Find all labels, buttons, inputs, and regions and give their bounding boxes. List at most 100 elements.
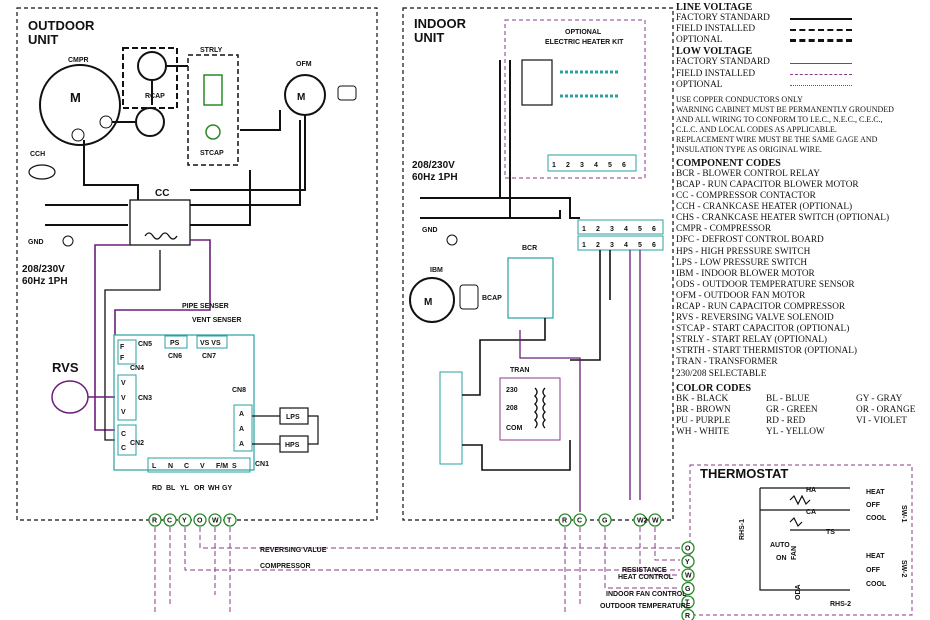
cn5-f2: F bbox=[120, 355, 125, 362]
cn2-connector bbox=[117, 424, 137, 456]
outdoor-terminal-r-label: R bbox=[152, 518, 157, 525]
component-code-item: RVS - REVERSING VALVE SOLENOID bbox=[676, 313, 834, 324]
press-a3: A bbox=[239, 441, 244, 448]
stcap-label: STCAP bbox=[200, 150, 224, 157]
rvs-label: RVS bbox=[52, 360, 79, 375]
ibm-label: IBM bbox=[430, 267, 443, 274]
ca-label: CA bbox=[806, 509, 816, 516]
legend-line-field-label: FIELD INSTALLED bbox=[676, 24, 756, 35]
cn8-label: CN8 bbox=[232, 387, 246, 394]
indoor-supply-2: 60Hz 1PH bbox=[412, 172, 458, 183]
tran-box bbox=[499, 377, 561, 441]
outdoor-terminal-o-label: O bbox=[197, 518, 203, 525]
indoor-terminal-c-circle bbox=[573, 513, 587, 527]
color-code-item bbox=[856, 427, 930, 438]
thermostat-box bbox=[689, 464, 913, 616]
rcap-top-cap bbox=[137, 51, 167, 81]
legend-low-field-label: FIELD INSTALLED bbox=[676, 68, 756, 79]
ibm-motor-letter: M bbox=[424, 297, 432, 308]
component-code-item: CHS - CRANKCASE HEATER SWITCH (OPTIONAL) bbox=[676, 213, 890, 224]
press-a1: A bbox=[239, 411, 244, 418]
note-line: USE COPPER CONDUCTORS ONLY bbox=[676, 94, 803, 104]
outdoor-wire-label-wh: WH bbox=[208, 485, 220, 492]
indoor-plug-top-5: 5 bbox=[638, 226, 642, 233]
outdoor-terminal-c-circle bbox=[163, 513, 177, 527]
tran-tap-230: 230 bbox=[506, 387, 518, 394]
indoor-plug-bottom-3: 3 bbox=[610, 242, 614, 249]
indoor-terminal-g-circle bbox=[598, 513, 612, 527]
strly-relay bbox=[203, 74, 223, 106]
bcr-relay bbox=[507, 257, 554, 319]
outdoor-power-wiring bbox=[45, 65, 306, 226]
color-code-item: GY - GRAY bbox=[856, 393, 903, 404]
sw2-label: SW-2 bbox=[900, 560, 907, 577]
indoor-terminal-r-label: R bbox=[562, 518, 567, 525]
heater-plug-6: 6 bbox=[622, 162, 626, 169]
hps-label: HPS bbox=[285, 442, 300, 449]
outdoor-terminal-r-circle bbox=[148, 513, 162, 527]
heater-kit-box bbox=[504, 19, 646, 179]
lps-label: LPS bbox=[286, 414, 300, 421]
indoor-title-2: UNIT bbox=[414, 30, 444, 45]
component-code-item: LPS - LOW PRESSURE SWITCH bbox=[676, 257, 808, 268]
cn3-v1: V bbox=[121, 380, 126, 387]
component-code-item: DFC - DEFROST CONTROL BOARD bbox=[676, 235, 824, 246]
cn3-connector bbox=[117, 374, 137, 421]
outdoor-terminal-c-label: C bbox=[167, 518, 172, 525]
heater-plug-4: 4 bbox=[594, 162, 598, 169]
component-codes-title: COMPONENT CODES bbox=[676, 157, 781, 169]
cn3-v2: V bbox=[121, 395, 126, 402]
indoor-terminal-w-label: W bbox=[652, 518, 659, 525]
indoor-plug-top bbox=[577, 219, 664, 235]
legend-line-factory-label: FACTORY STANDARD bbox=[676, 13, 770, 24]
thermostat-terminal-r-label: R bbox=[685, 613, 690, 620]
heater-kit-label-2: ELECTRIC HEATER KIT bbox=[545, 39, 624, 46]
vent-sensor-label: VENT SENSER bbox=[192, 317, 241, 324]
outdoor-terminal-w-circle bbox=[208, 513, 222, 527]
outdoor-wire-label-rd: RD bbox=[152, 485, 162, 492]
indoor-plug-bottom-2: 2 bbox=[596, 242, 600, 249]
component-code-item: ODS - OUTDOOR TEMPERATURE SENSOR bbox=[676, 279, 855, 290]
component-code-item: RCAP - RUN CAPACITOR COMPRESSOR bbox=[676, 301, 846, 312]
compressor-circle bbox=[39, 64, 121, 146]
cn5-label: CN5 bbox=[138, 341, 152, 348]
pressure-connector bbox=[233, 404, 253, 452]
legend-panel: LINE VOLTAGE FACTORY STANDARD FIELD INST… bbox=[676, 2, 926, 438]
sw1-cool: COOL bbox=[866, 515, 887, 522]
indoor-gnd-label: GND bbox=[422, 227, 438, 234]
rhs2-label: RHS-2 bbox=[830, 601, 851, 608]
ibm-circle bbox=[409, 277, 455, 323]
caption-reversing: REVERSING VALUE bbox=[260, 547, 327, 554]
indoor-terminal-g-label: G bbox=[602, 518, 608, 525]
outdoor-rd-wiring bbox=[104, 250, 161, 441]
note-line: REPLACEMENT WIRE MUST BE THE SAME GAGE A… bbox=[676, 134, 878, 144]
heater-plug bbox=[547, 154, 637, 172]
caption-indoor-fan: INDOOR FAN CONTROL bbox=[606, 591, 687, 598]
outdoor-terminal-y-circle bbox=[178, 513, 192, 527]
outdoor-gnd-label: GND bbox=[28, 239, 44, 246]
indoor-plug-top-3: 3 bbox=[610, 226, 614, 233]
cn2-label: CN2 bbox=[130, 440, 144, 447]
cn1-terminal-n: N bbox=[168, 463, 173, 470]
cn6-ps: PS bbox=[170, 340, 180, 347]
outdoor-title-1: OUTDOOR bbox=[28, 18, 95, 33]
rhs1-label: RHS-1 bbox=[739, 519, 746, 540]
indoor-plug-top-1: 1 bbox=[582, 226, 586, 233]
outdoor-ground-symbol bbox=[62, 235, 74, 247]
note-line: WARNING CABINET MUST BE PERMANENTLY GROU… bbox=[676, 104, 894, 114]
pipe-sensor-label: PIPE SENSER bbox=[182, 303, 229, 310]
indoor-plug-bottom bbox=[577, 235, 664, 251]
cch-heater bbox=[28, 164, 56, 180]
component-code-item: BCR - BLOWER CONTROL RELAY bbox=[676, 168, 820, 179]
sw1-label: SW-1 bbox=[900, 505, 907, 522]
color-code-item: VI - VIOLET bbox=[856, 415, 907, 426]
indoor-control-wiring bbox=[462, 250, 611, 471]
indoor-unit-box bbox=[402, 7, 674, 521]
compressor-r-terminal bbox=[71, 128, 85, 142]
bcap-cap bbox=[459, 284, 479, 310]
thermostat-terminal-t-label: T bbox=[685, 600, 690, 607]
indoor-terminal-w-circle bbox=[648, 513, 662, 527]
